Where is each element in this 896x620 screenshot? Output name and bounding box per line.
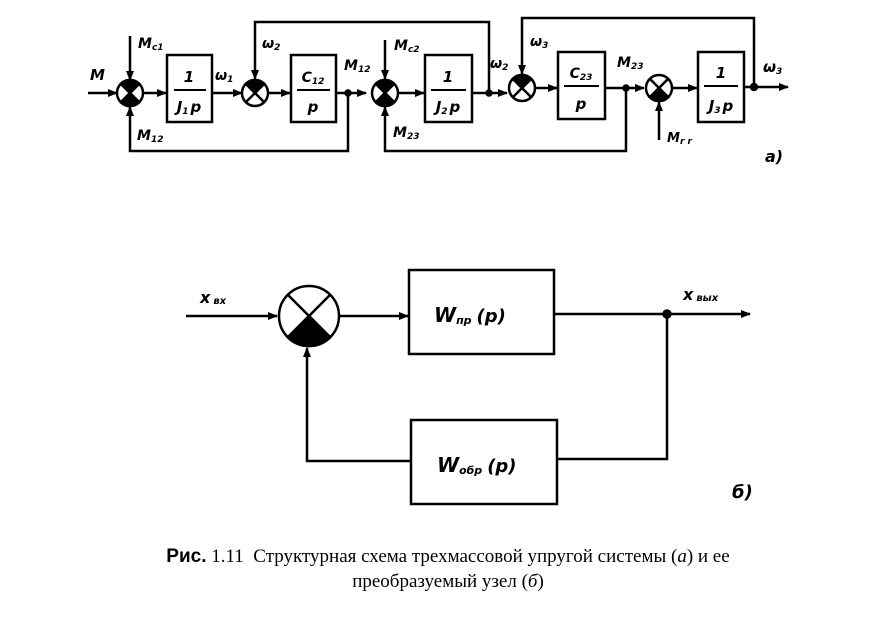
diagram-b <box>186 268 751 506</box>
block-1-over-J1p <box>165 53 214 124</box>
block-2-denominator: p <box>307 98 319 116</box>
caption-number: 1.11 <box>211 546 244 567</box>
caption-prefix: Рис. <box>166 546 207 567</box>
caption-ref-a: а <box>677 546 687 567</box>
label-Mrr: Mr r <box>667 131 693 147</box>
label-M23-feedback: M23 <box>393 125 419 142</box>
block-5-numerator: 1 <box>716 64 726 82</box>
block-4-numerator: C23 <box>570 66 593 83</box>
block-3-over-J2p <box>423 53 474 124</box>
label-w2-feedback: ω2 <box>262 36 280 53</box>
block-4-denominator: p <box>575 95 587 113</box>
diagram-a-labels: M Mc1 ω1 ω2 M12 M12 Mc2 M23 ω2 ω3 M23 Mr… <box>90 34 783 166</box>
caption-text-1b: ) и ее <box>686 546 730 567</box>
label-w3-feedback: ω3 <box>530 34 548 51</box>
block-1-numerator: 1 <box>184 68 194 86</box>
block-2-numerator: C12 <box>302 70 325 87</box>
figure-caption-line-2: преобразуемый узел (б) <box>0 570 896 594</box>
block-2-C12-over-p <box>289 53 338 124</box>
M12-feedback-line <box>126 93 350 153</box>
label-M12: M12 <box>344 58 370 75</box>
block-3-numerator: 1 <box>443 68 453 86</box>
panel-label-a: а) <box>765 147 783 166</box>
label-Mc2: Mc2 <box>394 38 420 55</box>
diagram-a <box>88 16 789 153</box>
summing-junction-1 <box>115 78 145 108</box>
label-w1: ω1 <box>215 68 233 85</box>
feedback-block-label: Wобр(p) <box>437 453 517 477</box>
block-4-C23-over-p <box>556 50 607 121</box>
summing-junction-2 <box>240 78 270 108</box>
summing-junction-4 <box>507 73 537 103</box>
caption-text-1: Структурная схема трехмассовой упругой с… <box>253 546 678 567</box>
label-M: M <box>90 66 105 84</box>
panel-label-b: б) <box>732 482 753 503</box>
label-M12-feedback: M12 <box>137 128 163 145</box>
w2-feedback-line <box>251 20 491 93</box>
summing-junction-5 <box>644 73 674 103</box>
caption-ref-b: б <box>527 571 538 592</box>
branch-node <box>485 89 493 97</box>
label-w3: ω3 <box>763 58 782 77</box>
branch-node <box>749 82 759 92</box>
label-M23: M23 <box>617 55 643 72</box>
feedback-path-line <box>557 314 669 461</box>
feedback-block <box>409 418 559 506</box>
w3-feedback-line <box>518 16 756 87</box>
summing-junction-main <box>277 284 341 348</box>
forward-block <box>407 268 556 356</box>
label-Mc1: Mc1 <box>138 36 164 53</box>
M23-feedback-line <box>381 88 628 153</box>
label-w2: ω2 <box>490 56 508 73</box>
forward-block-label: Wпр(p) <box>434 303 506 327</box>
feedback-to-sum-line <box>303 347 411 463</box>
figure-caption-line-1: Рис. 1.11 Структурная схема трехмассовой… <box>0 545 896 569</box>
caption-text-2b: ) <box>537 571 544 592</box>
summing-junction-3 <box>370 78 400 108</box>
caption-text-2: преобразуемый узел ( <box>352 571 528 592</box>
